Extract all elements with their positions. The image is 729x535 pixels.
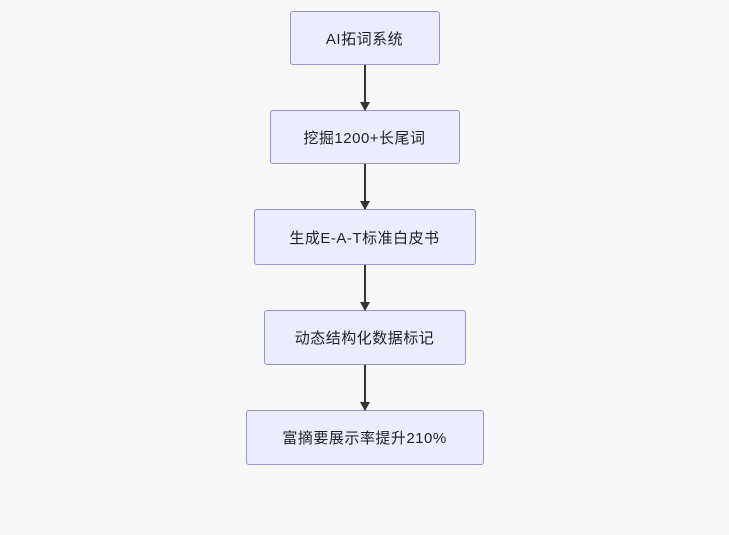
flow-arrow-3 xyxy=(359,265,370,311)
flow-node-generate-eat-whitepaper[interactable]: 生成E-A-T标准白皮书 xyxy=(253,209,476,265)
flow-node-ai-keyword-system[interactable]: AI拓词系统 xyxy=(289,11,440,65)
flow-node-label: 生成E-A-T标准白皮书 xyxy=(289,229,440,247)
flow-node-label: 富摘要展示率提升210% xyxy=(282,430,447,447)
flow-arrow-2 xyxy=(359,164,370,210)
flow-node-mine-longtail-keywords[interactable]: 挖掘1200+长尾词 xyxy=(269,110,460,164)
flow-arrow-1 xyxy=(359,65,370,111)
flow-node-label: AI拓词系统 xyxy=(325,30,404,48)
flow-node-label: 动态结构化数据标记 xyxy=(294,330,435,347)
arrow-line xyxy=(363,265,366,310)
flow-arrow-4 xyxy=(359,365,370,411)
arrow-line xyxy=(363,365,366,410)
flow-node-dynamic-structured-data-markup[interactable]: 动态结构化数据标记 xyxy=(263,310,466,365)
arrow-line xyxy=(363,164,366,209)
arrow-line xyxy=(363,65,366,110)
arrow-head-icon xyxy=(359,402,370,411)
arrow-head-icon xyxy=(359,302,370,311)
arrow-head-icon xyxy=(359,201,370,210)
flow-node-label: 挖掘1200+长尾词 xyxy=(303,129,426,147)
arrow-head-icon xyxy=(359,102,370,111)
flow-node-rich-snippet-rate-increase[interactable]: 富摘要展示率提升210% xyxy=(245,410,484,465)
